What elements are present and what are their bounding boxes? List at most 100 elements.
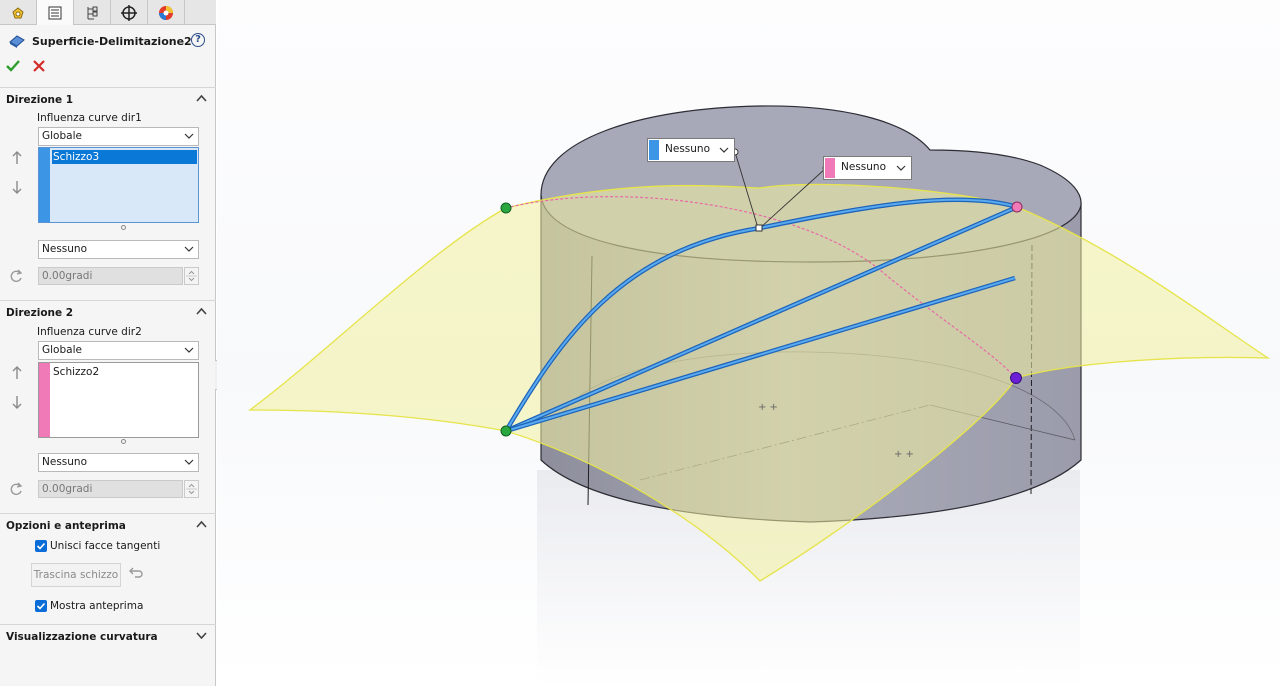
chevron-down-icon[interactable] [196,631,207,639]
endpoint-green[interactable] [500,202,512,214]
direction2-tangency-callout[interactable]: Nessuno [823,156,912,180]
direction2-tangency-value: Nessuno [42,456,87,468]
rotate-arrow-icon [10,482,23,496]
origin-mark: + + [894,449,914,460]
merge-tangent-faces-checkbox[interactable] [35,539,47,552]
direction1-angle-spinner[interactable] [184,267,199,285]
boundary-surface-icon [9,35,25,48]
rotate-arrow-icon [10,269,23,283]
direction1-curve-influence-value: Globale [42,130,82,142]
spinner-arrows-icon [186,270,197,282]
feature-manager-icon [12,6,24,18]
direction1-curve [505,277,1016,432]
direction2-angle-row: 0.00gradi [8,480,200,499]
direction1-curves-list[interactable]: Schizzo3 [38,147,199,223]
property-manager-icon [48,6,62,19]
origin-mark: + + [758,402,778,413]
chevron-down-icon [896,165,906,171]
chevron-down-icon [184,459,194,465]
boundary-surface-preview [248,183,1271,582]
property-manager-tab[interactable] [37,0,74,25]
callout-leader [734,151,759,229]
direction1-curve-influence-dropdown[interactable]: Globale [38,127,199,146]
direction1-curve-influence-label: Influenza curve dir1 [37,112,142,124]
show-preview-row[interactable]: Mostra anteprima [35,598,143,613]
feature-manager-tab[interactable] [0,0,37,25]
direction2-curves-list[interactable]: Schizzo2 [38,362,199,438]
chevron-up-icon[interactable] [196,94,207,102]
chevron-down-icon [184,246,194,252]
curvature-title: Visualizzazione curvatura [6,631,158,643]
checkmark-icon [36,602,46,610]
chevron-down-icon [184,347,194,353]
direction2-callout-value: Nessuno [841,161,886,173]
direction2-list-item[interactable]: Schizzo2 [53,366,100,378]
curvature-section-header[interactable]: Visualizzazione curvatura [0,624,216,648]
show-preview-checkbox[interactable] [35,599,47,612]
direction2-angle-value: 0.00gradi [42,483,93,495]
manager-tab-bar [0,0,216,25]
configuration-manager-icon [87,6,98,19]
direction2-curve-influence-label: Influenza curve dir2 [37,326,142,338]
chevron-up-icon[interactable] [196,520,207,528]
undo-sketch-drag-icon[interactable] [127,566,143,582]
direction2-section-header[interactable]: Direzione 2 [0,300,216,324]
options-section-header[interactable]: Opzioni e anteprima [0,513,216,537]
ok-check-icon[interactable] [5,58,21,74]
direction2-tangency-dropdown[interactable]: Nessuno [38,453,199,472]
dimxpert-icon [121,4,137,21]
list-resize-grip[interactable] [121,439,126,444]
move-down-arrow-icon[interactable] [11,179,23,195]
direction1-tangency-value: Nessuno [42,243,87,255]
dimxpert-manager-tab[interactable] [111,0,148,25]
configuration-manager-tab[interactable] [74,0,111,25]
model-graphics[interactable]: + + + + [217,0,1280,686]
direction1-callout-value: Nessuno [665,143,710,155]
options-title: Opzioni e anteprima [6,520,126,532]
move-up-arrow-icon[interactable] [11,365,23,381]
direction2-angle-input[interactable]: 0.00gradi [38,480,183,498]
direction1-curve [505,206,1018,432]
property-manager-panel: Superficie-Delimitazione2 ? Direzione 1 … [0,0,216,686]
direction2-title: Direzione 2 [6,307,74,319]
connector-handle[interactable] [755,224,763,232]
chevron-down-icon [719,147,729,153]
direction2-angle-spinner[interactable] [184,480,199,498]
direction2-curve-influence-value: Globale [42,344,82,356]
floor-reflection [537,470,1080,686]
merge-tangent-faces-row[interactable]: Unisci facce tangenti [35,538,160,553]
spinner-arrows-icon [186,483,197,495]
help-icon[interactable]: ? [191,33,205,47]
callout-leader [759,167,827,229]
direction1-tangency-callout[interactable]: Nessuno [647,138,735,162]
direction1-tangency-dropdown[interactable]: Nessuno [38,240,199,259]
direction1-angle-input[interactable]: 0.00gradi [38,267,183,285]
move-down-arrow-icon[interactable] [11,394,23,410]
direction1-section-header[interactable]: Direzione 1 [0,87,216,111]
cancel-x-icon[interactable] [31,58,47,74]
endpoint-green[interactable] [500,425,512,437]
direction1-callout-strip [649,140,659,160]
chevron-down-icon [184,133,194,139]
direction2-curve [505,196,1017,379]
direction2-callout-strip [825,158,835,178]
checkmark-icon [36,542,46,550]
merge-tangent-faces-label: Unisci facce tangenti [50,539,161,552]
move-up-arrow-icon[interactable] [11,150,23,166]
endpoint-pink[interactable] [1011,201,1023,213]
direction1-angle-row: 0.00gradi [8,267,200,286]
display-manager-icon [159,5,173,20]
direction1-list-item[interactable]: Schizzo3 [52,150,197,164]
drag-sketch-button[interactable]: Trascina schizzo [31,563,121,587]
direction2-curve-influence-dropdown[interactable]: Globale [38,341,199,360]
graphics-viewport[interactable]: + + + + Nessuno Nessuno [217,0,1280,686]
display-manager-tab[interactable] [148,0,185,25]
feature-title-bar: Superficie-Delimitazione2 ? [8,31,208,51]
chevron-up-icon[interactable] [196,307,207,315]
list-resize-grip[interactable] [121,225,126,230]
show-preview-label: Mostra anteprima [50,599,144,612]
direction1-angle-value: 0.00gradi [42,270,93,282]
direction1-color-strip [39,148,50,222]
direction2-color-strip [39,363,50,437]
endpoint-purple[interactable] [1010,372,1022,384]
